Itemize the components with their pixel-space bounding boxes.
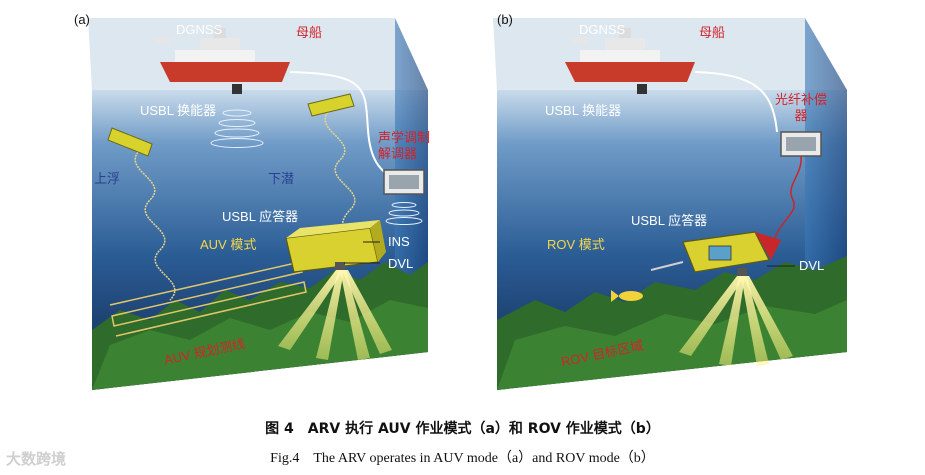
helicopter-icon xyxy=(569,37,591,45)
auv-vehicle-descending xyxy=(307,93,355,117)
figure-caption-english: Fig.4 The ARV operates in AUV mode（a）and… xyxy=(270,451,655,466)
label-usbl-responder: USBL 应答器 xyxy=(631,213,708,228)
label-dive: 下潜 xyxy=(268,171,295,186)
ascent-path xyxy=(134,149,176,301)
label-usbl-transducer: USBL 换能器 xyxy=(140,103,217,118)
panel-a-tag: (a) xyxy=(74,12,90,27)
label-usbl-responder: USBL 应答器 xyxy=(222,209,299,224)
fiber-optic-line xyxy=(774,155,802,239)
panel-b-illustration xyxy=(493,18,847,390)
label-acoustic-modem: 声学调制解调器 xyxy=(378,130,431,161)
descent-path xyxy=(324,109,356,251)
label-usbl-transducer: USBL 换能器 xyxy=(545,103,622,118)
fish-icon xyxy=(611,290,643,302)
panel-auv-mode: (a) DGNSS 母船 USBL 换能器 声学调制解调器 上浮 下潜 USBL… xyxy=(0,0,460,400)
figure-caption-chinese: 图 4 ARV 执行 AUV 作业模式（a）和 ROV 作业模式（b） xyxy=(265,421,660,437)
label-dvl: DVL xyxy=(388,256,414,271)
panel-rov-mode: (b) DGNSS 母船 USBL 换能器 光纤补偿器 USBL 应答器 ROV… xyxy=(455,0,925,400)
label-mother-ship: 母船 xyxy=(699,25,726,40)
auv-vehicle-ascending xyxy=(107,127,153,157)
tether-cable xyxy=(289,71,393,179)
mother-ship xyxy=(565,28,695,82)
label-auv-mode: AUV 模式 xyxy=(200,237,257,252)
label-mother-ship: 母船 xyxy=(296,25,323,40)
label-float-up: 上浮 xyxy=(94,171,121,186)
dvl-beams xyxy=(278,270,392,360)
usbl-transducer-device xyxy=(232,84,242,94)
arv-vehicle xyxy=(650,231,781,276)
arv-vehicle xyxy=(285,220,386,273)
usbl-transducer-device xyxy=(637,84,647,94)
panel-a-illustration xyxy=(88,18,428,390)
mother-ship xyxy=(160,28,290,82)
label-fiber-compensator: 光纤补偿器 xyxy=(775,92,828,123)
panel-b-tag: (b) xyxy=(497,12,513,27)
label-rov-mode: ROV 模式 xyxy=(547,237,605,252)
label-dgnss: DGNSS xyxy=(579,22,626,37)
label-ins: INS xyxy=(388,234,410,249)
label-dvl: DVL xyxy=(799,258,825,273)
tether-cable xyxy=(694,71,778,133)
label-dgnss: DGNSS xyxy=(176,22,223,37)
helicopter-icon xyxy=(152,37,174,45)
watermark: 大数跨境 xyxy=(6,450,67,468)
dvl-beams xyxy=(679,276,793,366)
